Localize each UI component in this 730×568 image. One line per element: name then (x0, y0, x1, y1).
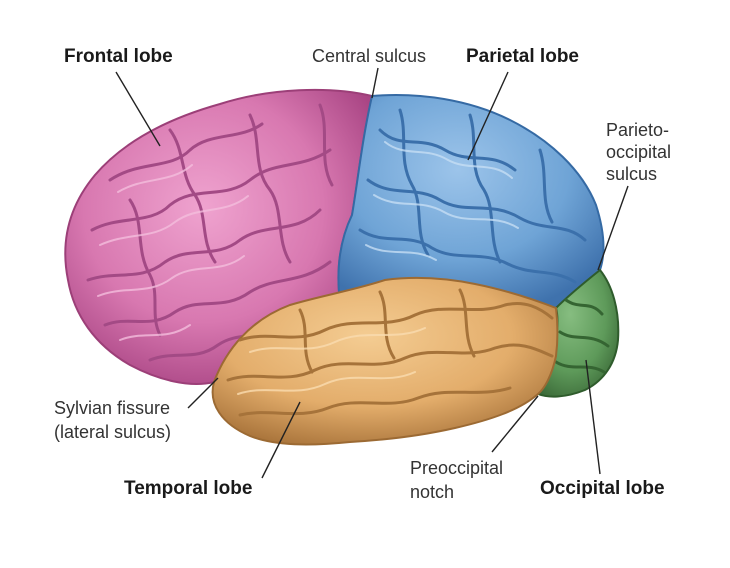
central-sulcus-leader (371, 67, 379, 99)
frontal-lobe-label: Frontal lobe (64, 46, 173, 67)
parietal-leader (467, 71, 509, 161)
temporal-highlights (237, 327, 426, 395)
temporal-lobe-label: Temporal lobe (124, 478, 252, 499)
occipital-leader (585, 359, 601, 475)
temporal-gyri (226, 288, 554, 417)
parieto-occipital-label-line2: occipital (606, 142, 671, 162)
parieto-occipital-label-line1: Parieto- (606, 120, 669, 140)
parieto-occipital-label-line3: sulcus (606, 164, 657, 184)
sylvian-leader (187, 377, 219, 409)
frontal-gyri (86, 103, 334, 362)
sylvian-fissure-label-line1: Sylvian fissure (54, 398, 170, 418)
central-sulcus-label: Central sulcus (312, 46, 426, 66)
occipital-gyri (554, 298, 610, 374)
sylvian-fissure-label-line2: (lateral sulcus) (54, 422, 171, 442)
parietal-highlights (365, 141, 519, 261)
frontal-leader (115, 71, 161, 147)
frontal-highlights (97, 164, 249, 341)
temporal-leader (261, 401, 301, 479)
parieto-occipital-leader (597, 185, 629, 271)
preoccipital-leader (491, 395, 539, 453)
preoccipital-notch-label-line2: notch (410, 482, 454, 502)
preoccipital-notch-label-line1: Preoccipital (410, 458, 503, 478)
occipital-lobe-label: Occipital lobe (540, 478, 665, 499)
parietal-lobe-label: Parietal lobe (466, 46, 579, 67)
parietal-gyri (358, 108, 587, 284)
